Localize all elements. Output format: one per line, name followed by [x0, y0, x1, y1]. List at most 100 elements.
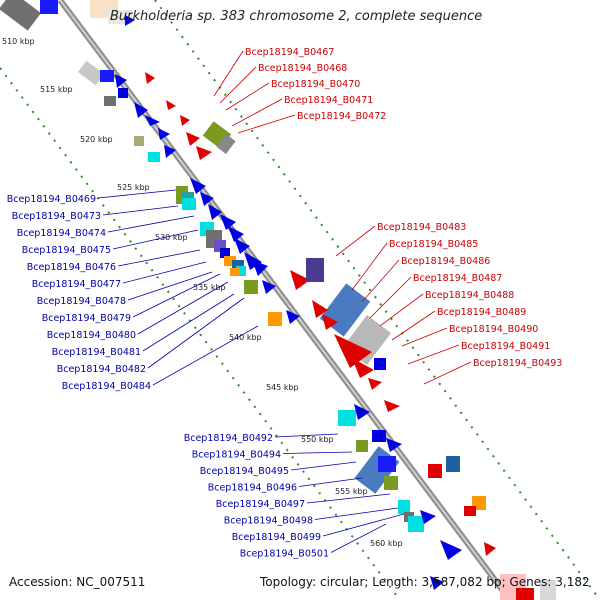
gene-label[interactable]: Bcep18194_B0474 — [17, 228, 106, 239]
gene-box[interactable] — [118, 88, 128, 98]
gene-label[interactable]: Bcep18194_B0483 — [377, 222, 466, 233]
gene-box[interactable] — [398, 500, 410, 514]
gene-box[interactable] — [216, 134, 236, 154]
gene-label[interactable]: Bcep18194_B0485 — [389, 239, 478, 250]
gene-box[interactable] — [40, 0, 58, 14]
gene-label[interactable]: Bcep18194_B0492 — [184, 433, 273, 444]
gene-arrow[interactable] — [158, 128, 170, 140]
gene-arrow[interactable] — [164, 145, 176, 158]
gene-box[interactable] — [224, 256, 236, 266]
gene-label[interactable]: Bcep18194_B0476 — [27, 262, 116, 273]
gene-arrow[interactable] — [220, 214, 236, 230]
gene-box[interactable] — [384, 476, 398, 490]
gene-arrow[interactable] — [430, 576, 444, 590]
gene-arrow[interactable] — [200, 192, 214, 206]
gene-label[interactable]: Bcep18194_B0481 — [52, 347, 141, 358]
gene-arrow[interactable] — [312, 300, 328, 318]
gene-label[interactable]: Bcep18194_B0467 — [245, 47, 334, 58]
gene-label[interactable]: Bcep18194_B0469 — [7, 194, 96, 205]
gene-arrow[interactable] — [145, 115, 160, 126]
gene-box[interactable] — [0, 0, 41, 31]
gene-label[interactable]: Bcep18194_B0488 — [425, 290, 514, 301]
gene-box[interactable] — [378, 456, 396, 472]
gene-arrow[interactable] — [368, 378, 382, 390]
gene-arrow[interactable] — [262, 280, 276, 294]
gene-box[interactable] — [268, 312, 282, 326]
gene-box[interactable] — [446, 456, 460, 472]
gene-arrow[interactable] — [166, 100, 176, 110]
gene-label[interactable]: Bcep18194_B0494 — [192, 450, 281, 461]
gene-box[interactable] — [104, 96, 116, 106]
gene-box[interactable] — [148, 152, 160, 162]
gene-arrow[interactable] — [440, 540, 462, 560]
gene-arrow[interactable] — [290, 270, 310, 290]
gene-box[interactable] — [356, 440, 368, 452]
gene-arrow[interactable] — [145, 72, 155, 84]
scale-label: 555 kbp — [335, 487, 368, 496]
gene-arrow[interactable] — [354, 404, 370, 420]
gene-arrow[interactable] — [234, 238, 250, 254]
gene-arrow[interactable] — [352, 358, 374, 378]
gene-label[interactable]: Bcep18194_B0497 — [216, 499, 305, 510]
gene-box[interactable] — [374, 358, 386, 370]
gene-box[interactable] — [244, 280, 258, 294]
gene-label[interactable]: Bcep18194_B0472 — [297, 111, 386, 122]
gene-arrow[interactable] — [228, 226, 244, 242]
gene-label[interactable]: Bcep18194_B0468 — [258, 63, 347, 74]
gene-label[interactable]: Bcep18194_B0496 — [208, 483, 297, 494]
gene-arrow[interactable] — [334, 334, 372, 368]
gene-box[interactable] — [230, 268, 240, 276]
map-title: Burkholderia sp. 383 chromosome 2, compl… — [110, 9, 483, 24]
gene-arrow[interactable] — [322, 314, 338, 330]
gene-label[interactable]: Bcep18194_B0490 — [449, 324, 538, 335]
gene-arrow[interactable] — [180, 115, 190, 126]
gene-arrow[interactable] — [386, 438, 402, 452]
gene-label[interactable]: Bcep18194_B0471 — [284, 95, 373, 106]
gene-box[interactable] — [516, 588, 534, 600]
gene-arrow[interactable] — [252, 260, 268, 276]
gene-box[interactable] — [540, 580, 556, 600]
gene-box[interactable] — [306, 258, 324, 282]
gene-label[interactable]: Bcep18194_B0477 — [32, 279, 121, 290]
gene-label[interactable]: Bcep18194_B0486 — [401, 256, 490, 267]
gene-label[interactable]: Bcep18194_B0475 — [22, 245, 111, 256]
gene-arrow[interactable] — [125, 15, 135, 26]
gene-label[interactable]: Bcep18194_B0482 — [57, 364, 146, 375]
gene-box[interactable] — [428, 464, 442, 478]
gene-label[interactable]: Bcep18194_B0489 — [437, 307, 526, 318]
gene-box[interactable] — [100, 70, 114, 82]
gene-label[interactable]: Bcep18194_B0493 — [473, 358, 562, 369]
gene-box[interactable] — [372, 430, 386, 442]
gene-arrow[interactable] — [186, 132, 200, 146]
gene-box[interactable] — [338, 410, 356, 426]
gene-arrow[interactable] — [115, 74, 127, 88]
gene-arrow[interactable] — [196, 146, 212, 160]
gene-label[interactable]: Bcep18194_B0501 — [240, 549, 329, 560]
gene-label[interactable]: Bcep18194_B0470 — [271, 79, 360, 90]
gene-label[interactable]: Bcep18194_B0478 — [37, 296, 126, 307]
gene-label[interactable]: Bcep18194_B0495 — [200, 466, 289, 477]
gene-label[interactable]: Bcep18194_B0491 — [461, 341, 550, 352]
gene-box[interactable] — [78, 60, 104, 86]
gene-label[interactable]: Bcep18194_B0473 — [12, 211, 101, 222]
gene-label[interactable]: Bcep18194_B0487 — [413, 273, 502, 284]
gene-box[interactable] — [408, 516, 424, 532]
gene-box[interactable] — [220, 248, 230, 258]
gene-label[interactable]: Bcep18194_B0480 — [47, 330, 136, 341]
gene-label[interactable]: Bcep18194_B0498 — [224, 516, 313, 527]
gene-label[interactable]: Bcep18194_B0499 — [232, 532, 321, 543]
gene-box[interactable] — [134, 136, 144, 146]
gene-arrow[interactable] — [208, 204, 222, 220]
label-leader-line — [423, 361, 472, 385]
gene-arrow[interactable] — [190, 178, 206, 194]
gene-box[interactable] — [464, 506, 476, 516]
gene-arrow[interactable] — [484, 542, 496, 556]
gene-arrow[interactable] — [134, 102, 148, 118]
gene-arrow[interactable] — [286, 310, 300, 324]
gene-arrow[interactable] — [384, 400, 400, 412]
gene-box[interactable] — [236, 266, 246, 276]
gene-label[interactable]: Bcep18194_B0484 — [62, 381, 151, 392]
gene-box[interactable] — [182, 198, 196, 210]
gene-arrow[interactable] — [420, 510, 436, 524]
gene-label[interactable]: Bcep18194_B0479 — [42, 313, 131, 324]
